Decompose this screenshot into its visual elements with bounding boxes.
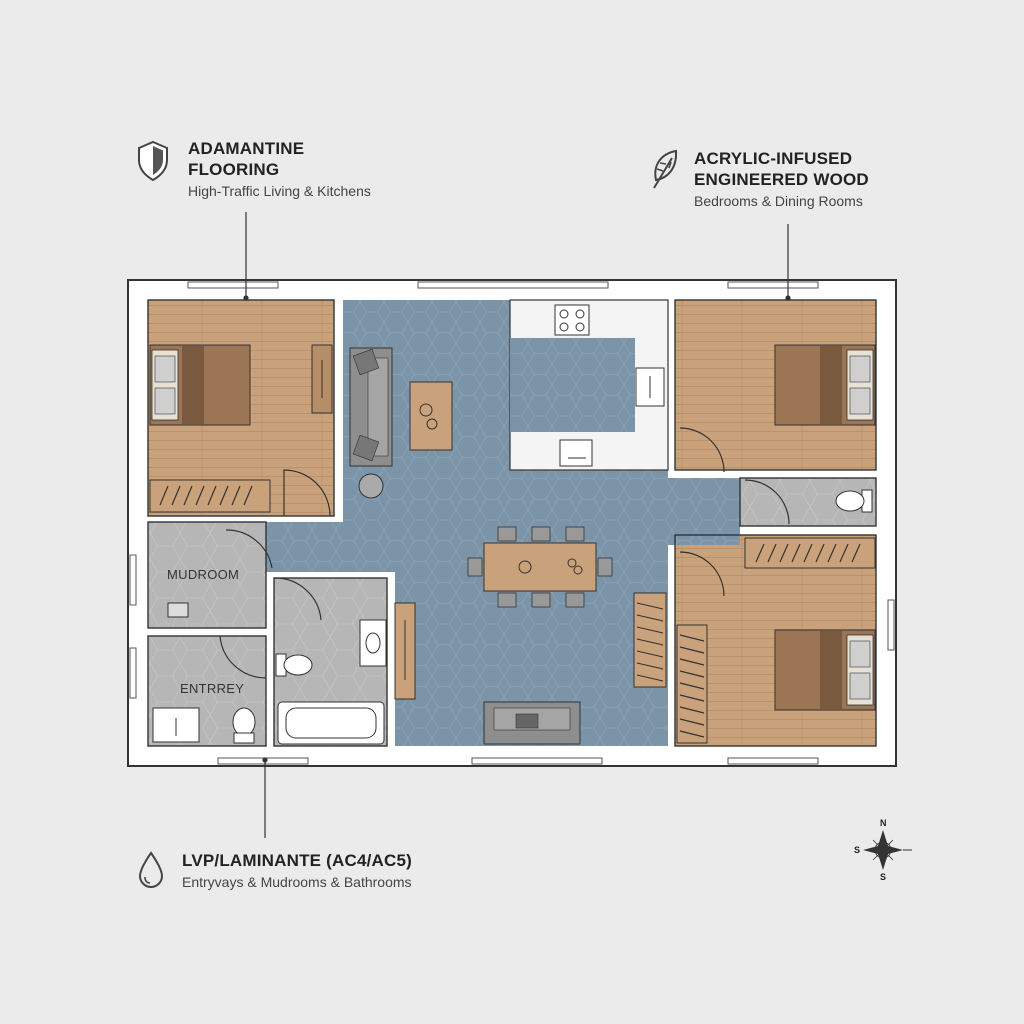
legend-adamantine: ADAMANTINE FLOORING High-Traffic Living …	[136, 138, 436, 208]
dining-table	[467, 526, 613, 608]
bed-3	[774, 629, 876, 711]
compass-rose: N S S	[854, 818, 912, 882]
wood-title-line2: ENGINEERED WOOD	[694, 170, 869, 189]
compass-n: N	[880, 818, 887, 828]
lvp-subtitle: Entryvays & Mudrooms & Bathrooms	[182, 874, 412, 890]
bed-1	[149, 344, 251, 426]
adamantine-subtitle: High-Traffic Living & Kitchens	[188, 183, 371, 199]
interior-walls	[147, 299, 877, 747]
legend-lvp: LVP/LAMINANTE (AC4/AC5) Entryvays & Mudr…	[136, 848, 496, 898]
mudroom-bench	[167, 602, 189, 618]
closet-1	[149, 479, 271, 513]
bath-sink	[359, 619, 387, 667]
compass-s-left: S	[854, 845, 860, 855]
leader-lines	[243, 212, 791, 838]
legend-engineered-wood: ACRYLIC-INFUSED ENGINEERED WOOD Bedrooms…	[648, 148, 948, 218]
half-bath-toilet	[835, 489, 873, 513]
leaf-icon	[653, 149, 678, 189]
closet-3-side	[676, 624, 708, 744]
bath-toilet	[275, 653, 313, 677]
kitchen-floor-patch	[510, 338, 635, 432]
wood-subtitle: Bedrooms & Dining Rooms	[694, 193, 863, 209]
bookshelf	[633, 592, 667, 688]
coffee-table	[409, 381, 453, 451]
room-label-mudroom: MUDROOM	[167, 567, 239, 582]
door-swings	[219, 427, 790, 679]
water-drop-icon	[138, 851, 164, 889]
closet-3-top	[744, 537, 876, 569]
shield-icon	[138, 140, 168, 182]
bed-2	[774, 344, 876, 426]
adamantine-title-line1: ADAMANTINE	[188, 139, 305, 158]
room-label-entry: ENTRREY	[180, 681, 244, 696]
adamantine-title-line2: FLOORING	[188, 160, 280, 179]
compass-s-bottom: S	[880, 872, 886, 882]
sofa-bottom	[483, 701, 581, 745]
windows	[129, 281, 895, 765]
lvp-title: LVP/LAMINANTE (AC4/AC5)	[182, 851, 413, 870]
stove	[554, 304, 590, 336]
side-table	[358, 473, 384, 499]
kitchen-sink-2	[559, 439, 593, 467]
sofa	[349, 347, 393, 467]
bathtub	[277, 701, 385, 745]
wood-title-line1: ACRYLIC-INFUSED	[694, 149, 853, 168]
entry-toilet	[232, 707, 256, 744]
